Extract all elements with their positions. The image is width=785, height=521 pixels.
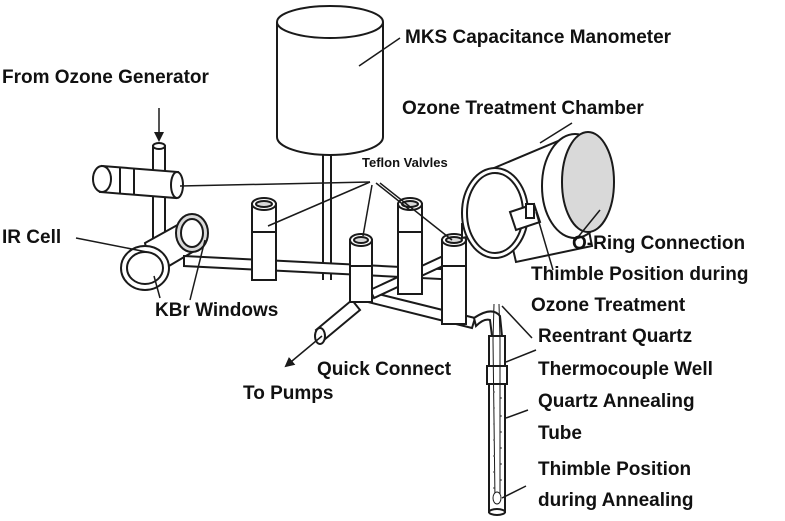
label-kbr-windows: KBr Windows	[155, 300, 279, 321]
capacitance-manometer	[276, 5, 384, 280]
label-thimble-treatment-2: Ozone Treatment	[531, 295, 686, 316]
teflon-valve-1	[251, 197, 277, 281]
label-to-pumps: To Pumps	[243, 383, 334, 404]
label-thimble-treatment-1: Thimble Position during	[531, 264, 749, 285]
teflon-valve-2	[349, 233, 373, 303]
label-teflon-valves: Teflon Valvles	[362, 155, 448, 170]
label-reentrant-1: Reentrant Quartz	[538, 326, 693, 347]
label-thimble-annealing-2: during Annealing	[538, 490, 694, 511]
label-ir-cell: IR Cell	[2, 227, 62, 248]
label-reentrant-2: Thermocouple Well	[538, 359, 713, 380]
label-treatment-chamber: Ozone Treatment Chamber	[402, 98, 644, 119]
left-valve-tube	[92, 164, 184, 200]
leader-lines	[75, 37, 601, 499]
label-annealing-tube-2: Tube	[538, 423, 582, 444]
label-ozone-generator: From Ozone Generator	[2, 67, 209, 88]
label-oring: O-Ring Connection	[572, 233, 746, 254]
teflon-valve-3	[397, 197, 423, 295]
label-quick-connect: Quick Connect	[317, 359, 452, 380]
quartz-annealing-tube	[486, 303, 508, 516]
label-annealing-tube-1: Quartz Annealing	[538, 391, 695, 412]
label-manometer: MKS Capacitance Manometer	[405, 27, 672, 48]
teflon-valve-4	[441, 233, 467, 325]
ozone-treatment-chamber	[461, 131, 615, 264]
label-thimble-annealing-1: Thimble Position	[538, 459, 692, 480]
